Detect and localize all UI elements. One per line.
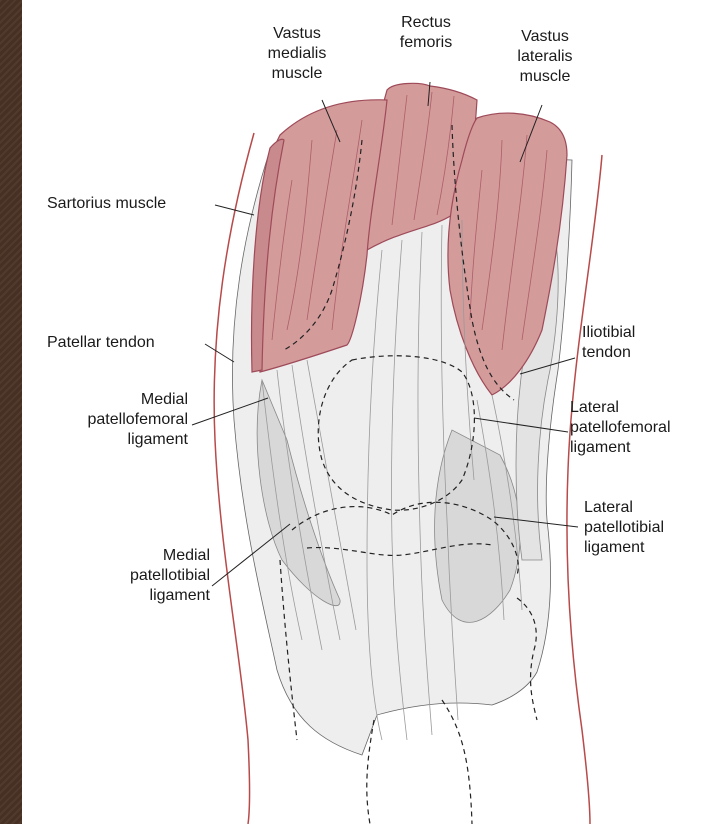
label-vastus-lateralis: Vastus lateralis muscle bbox=[502, 27, 588, 87]
label-medial-patellofemoral: Medial patellofemoral ligament bbox=[58, 390, 188, 450]
label-medial-patellotibial: Medial patellotibial ligament bbox=[82, 546, 210, 606]
label-vastus-medialis: Vastus medialis muscle bbox=[254, 24, 340, 84]
skin-outline-right bbox=[567, 155, 602, 824]
label-lateral-patellotibial: Lateral patellotibial ligament bbox=[584, 498, 664, 558]
label-sartorius: Sartorius muscle bbox=[47, 194, 166, 214]
label-rectus-femoris: Rectus femoris bbox=[382, 13, 470, 53]
label-iliotibial-tendon: Iliotibial tendon bbox=[582, 323, 635, 363]
label-patellar-tendon: Patellar tendon bbox=[47, 333, 155, 353]
diagram-panel: Vastus medialis muscle Rectus femoris Va… bbox=[22, 0, 718, 824]
tibial-shaft-right bbox=[442, 700, 472, 824]
label-lateral-patellofemoral: Lateral patellofemoral ligament bbox=[570, 398, 671, 458]
